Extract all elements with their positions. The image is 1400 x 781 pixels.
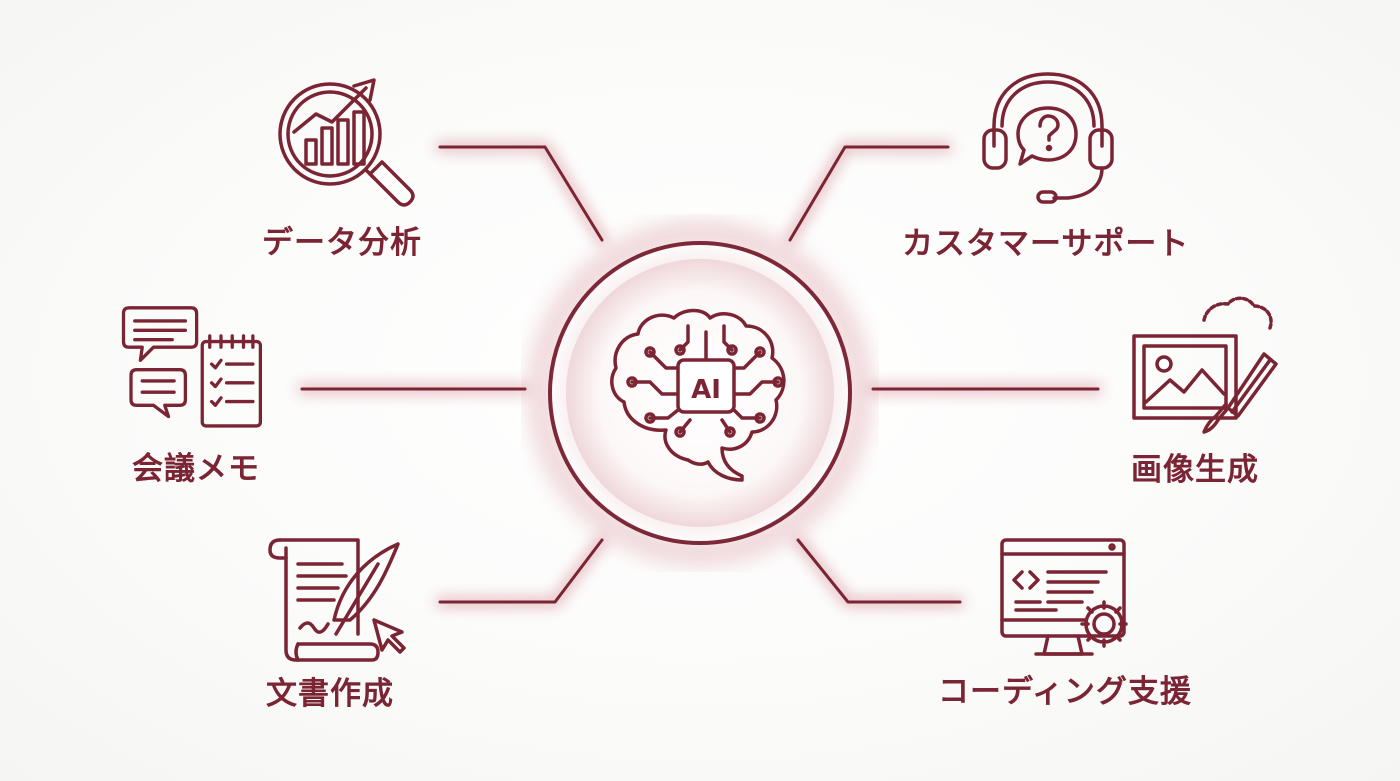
magnifier-chart-icon — [278, 78, 415, 207]
headset-question-icon — [982, 72, 1114, 204]
label-customer-support: カスタマーサポート — [902, 226, 1190, 262]
connector-customer-support — [788, 145, 950, 242]
brain-circuit-icon — [610, 308, 786, 482]
label-document-creation: 文書作成 — [266, 676, 394, 712]
label-coding-support: コーディング支援 — [938, 674, 1192, 710]
label-image-generation: 画像生成 — [1131, 452, 1259, 488]
ai-chip-text: AI — [691, 375, 721, 405]
ai-hub: AI — [532, 225, 868, 561]
connector-data-analysis — [438, 145, 604, 242]
connector-document-creation — [438, 538, 604, 604]
ai-chip — [676, 358, 736, 414]
chat-checklist-icon — [121, 306, 263, 428]
label-data-analysis: データ分析 — [262, 225, 422, 261]
monitor-code-gear-icon — [1000, 538, 1128, 656]
scroll-quill-icon — [268, 538, 406, 662]
connector-coding-support — [796, 538, 962, 604]
label-meeting-notes: 会議メモ — [132, 451, 260, 487]
picture-brush-icon — [1132, 296, 1278, 434]
